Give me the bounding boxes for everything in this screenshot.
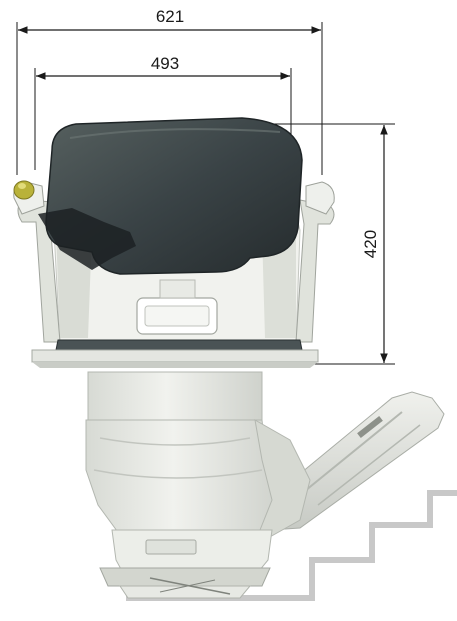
armrest-knob-icon xyxy=(13,180,35,200)
seat-width-dimension: 493 xyxy=(34,54,292,170)
seat-cushion xyxy=(55,339,303,351)
backrest-height-label: 420 xyxy=(361,230,380,258)
backrest-height-dimension: 420 xyxy=(230,123,395,365)
stairs-icon xyxy=(126,490,457,601)
overall-width-dimension: 621 xyxy=(16,7,323,175)
seat-width-label: 493 xyxy=(151,54,179,73)
front-panel xyxy=(145,539,197,555)
overall-width-label: 621 xyxy=(156,7,184,26)
backrest xyxy=(38,117,303,275)
carriage-body xyxy=(85,371,311,599)
